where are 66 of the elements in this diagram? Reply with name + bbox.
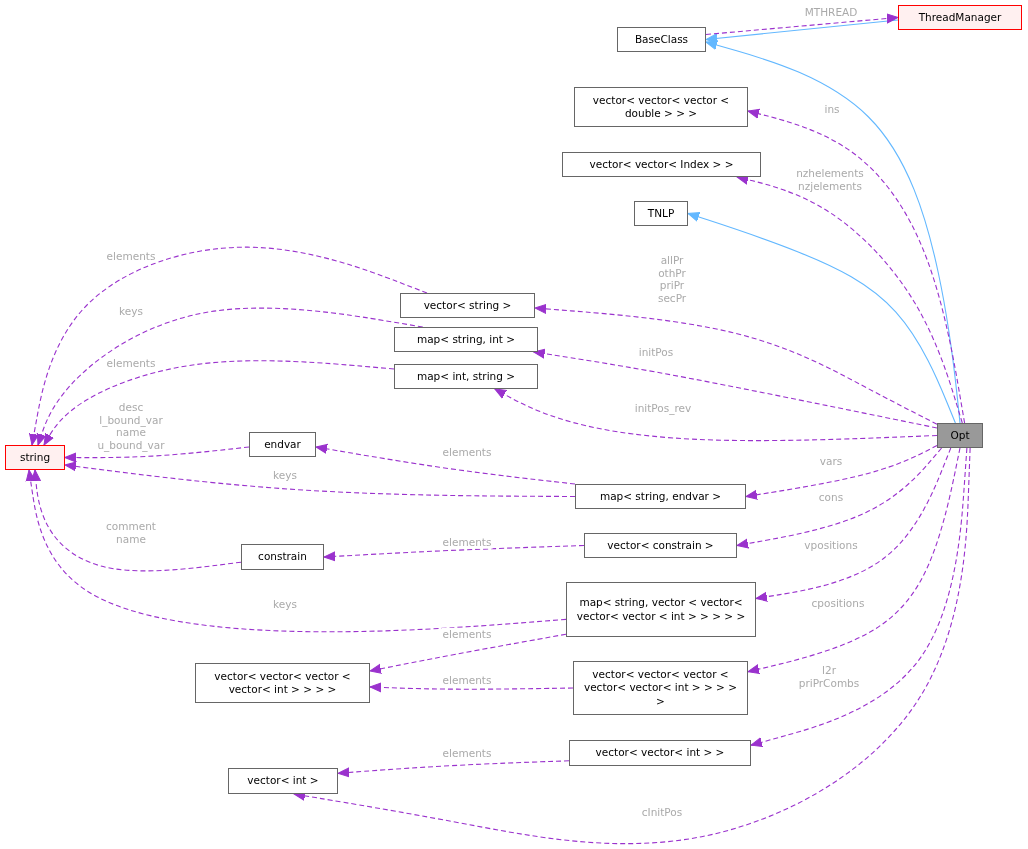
class-box: vector< int > [228,768,338,794]
class-box: map< string, int > [394,327,538,352]
class-box: vector< vector< vector < vector< vector< int > > > > > [573,661,748,715]
edge-label: elements [441,445,493,459]
edge-label: elements [105,249,157,263]
edge-label: vpositions [803,538,859,552]
arrow [337,760,570,778]
edge-label: nzhelements nzjelements [795,167,865,193]
edge-label: initPos_rev [633,401,693,415]
edge-label: comment name [105,520,157,546]
edge-label: elements [441,535,493,549]
class-box: vector< vector< Index > > [562,152,761,177]
arrow [534,303,938,425]
edge-label: keys [272,468,298,482]
class-box: constrain [241,544,324,570]
arrow [43,360,395,446]
arrow [705,13,899,36]
edge-label: keys [118,304,144,318]
arrow [736,447,943,549]
class-box: map< int, string > [394,364,538,389]
class-box: vector< vector< vector < vector< int > > > > [195,663,370,703]
arrow [755,447,952,602]
edge-label: elements [441,673,493,687]
class-box: vector< vector< vector < double > > > [574,87,748,127]
arrow [533,348,938,429]
edge-label: elements [441,746,493,760]
arrow [315,443,576,485]
arrow [369,682,574,693]
class-box: TNLP [634,201,688,226]
arrow [29,246,428,446]
edge-label: l2r priPrCombs [797,664,861,690]
edge-label: ins [823,102,841,116]
arrow [745,444,938,500]
arrow [369,633,567,674]
class-box: vector< constrain > [584,533,737,558]
arrow [705,40,961,424]
arrow [747,447,961,675]
arrow [30,469,242,572]
class-box: string [5,445,65,470]
class-box: endvar [249,432,316,457]
arrow [25,469,567,633]
class-box: map< string, vector < vector< vector< vector < int > > > > > [566,582,756,637]
arrow [687,212,956,424]
edge-label: allPr othPr priPr secPr [656,253,688,305]
class-box: ThreadManager [898,5,1022,30]
arrow [747,108,966,424]
edge-label: MTHREAD [803,5,859,19]
edge-label: keys [272,597,298,611]
arrow [64,446,250,463]
edge-label: elements [441,627,493,641]
edge-label: initPos [637,345,675,359]
arrow [323,544,585,562]
class-box: vector< string > [400,293,535,318]
class-box: BaseClass [617,27,706,52]
arrow [293,447,971,845]
edge-label: cInitPos [640,805,684,819]
arrow [750,447,968,748]
arrow [705,19,899,44]
class-box: vector< vector< int > > [569,740,751,766]
arrow [64,461,576,498]
edge-label: desc l_bound_var name u_bound_var [96,400,166,452]
edge-label: cpositions [810,596,866,610]
class-box: Opt [937,423,983,448]
class-box: map< string, endvar > [575,484,746,509]
edge-label: elements [105,356,157,370]
arrow [494,388,938,442]
